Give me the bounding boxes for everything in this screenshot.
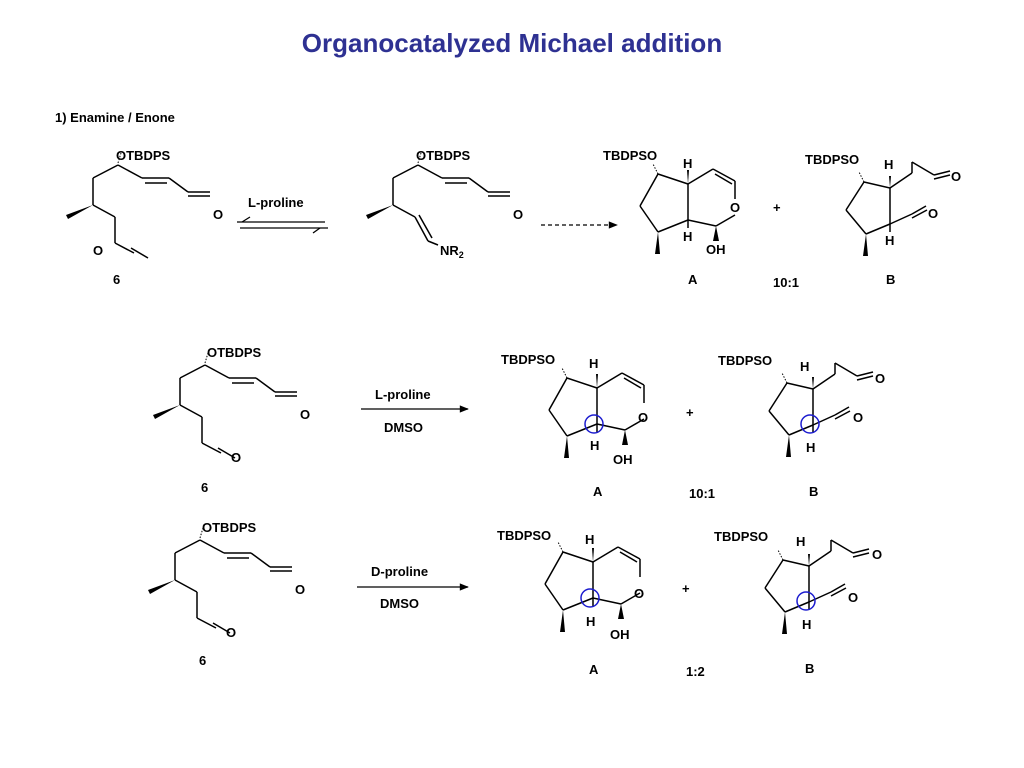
product-a-structure: TBDPSO H O H OH bbox=[501, 352, 648, 467]
aldehyde-o-label: O bbox=[853, 410, 863, 425]
aldehyde-o-label: O bbox=[872, 547, 882, 562]
nr2-label: NR2 bbox=[440, 243, 464, 260]
product-b-structure: TBDPSO H O O H bbox=[805, 152, 961, 257]
row-enamine: OTBDPS O O 6 L-proline OTBDPS O NR2 bbox=[65, 148, 961, 290]
aldehyde-o-label: O bbox=[226, 625, 236, 640]
h-label: H bbox=[884, 157, 893, 172]
product-b-label: B bbox=[805, 661, 814, 676]
plus-sign: + bbox=[682, 581, 690, 596]
ring-o-label: O bbox=[730, 200, 740, 215]
product-b-structure: TBDPSO H O O H bbox=[718, 353, 885, 458]
solvent-label: DMSO bbox=[384, 420, 423, 435]
stereocenter-highlight-circle bbox=[584, 414, 604, 434]
stereocenter-highlight-circle bbox=[800, 414, 820, 434]
h-label: H bbox=[683, 156, 692, 171]
aldehyde-o-label: O bbox=[295, 582, 305, 597]
stereocenter-highlight-circle bbox=[580, 588, 600, 608]
compound-6-structure: OTBDPS O O bbox=[147, 520, 305, 640]
aldehyde-o-label: O bbox=[300, 407, 310, 422]
catalyst-label: L-proline bbox=[248, 195, 304, 210]
compound-6-structure: OTBDPS O O bbox=[152, 345, 310, 465]
aldehyde-o-label: O bbox=[928, 206, 938, 221]
plus-sign: + bbox=[686, 405, 694, 420]
h-label: H bbox=[806, 440, 815, 455]
otbdps-label: OTBDPS bbox=[202, 520, 257, 535]
aldehyde-o-label: O bbox=[93, 243, 103, 258]
ratio-label: 10:1 bbox=[773, 275, 799, 290]
otbdps-label: OTBDPS bbox=[416, 148, 471, 163]
solvent-label: DMSO bbox=[380, 596, 419, 611]
otbdps-label: OTBDPS bbox=[207, 345, 262, 360]
aldehyde-o-label: O bbox=[875, 371, 885, 386]
equilibrium-arrow bbox=[237, 216, 328, 234]
ring-o-label: O bbox=[638, 410, 648, 425]
row-d-proline: OTBDPS O O 6 D-proline DMSO TBDPSO H O H… bbox=[147, 520, 882, 679]
slide-title: Organocatalyzed Michael addition bbox=[301, 28, 723, 58]
aldehyde-o-label: O bbox=[213, 207, 223, 222]
h-label: H bbox=[683, 229, 692, 244]
tbdpso-label: TBDPSO bbox=[714, 529, 768, 544]
aldehyde-o-label: O bbox=[848, 590, 858, 605]
tbdpso-label: TBDPSO bbox=[501, 352, 555, 367]
product-a-structure: TBDPSO H O H OH bbox=[497, 528, 644, 642]
enamine-structure: OTBDPS O NR2 bbox=[365, 148, 523, 260]
compound-6-label: 6 bbox=[113, 272, 120, 287]
aldehyde-o-label: O bbox=[951, 169, 961, 184]
compound-6-label: 6 bbox=[199, 653, 206, 668]
oh-label: OH bbox=[706, 242, 726, 257]
section-heading: 1) Enamine / Enone bbox=[55, 110, 175, 125]
product-a-label: A bbox=[593, 484, 603, 499]
oh-label: OH bbox=[610, 627, 630, 642]
ratio-label: 1:2 bbox=[686, 664, 705, 679]
product-b-label: B bbox=[886, 272, 895, 287]
h-label: H bbox=[885, 233, 894, 248]
aldehyde-o-label: O bbox=[513, 207, 523, 222]
tbdpso-label: TBDPSO bbox=[497, 528, 551, 543]
stereocenter-highlight-circle bbox=[796, 591, 816, 611]
plus-sign: + bbox=[773, 200, 781, 215]
aldehyde-o-label: O bbox=[231, 450, 241, 465]
h-label: H bbox=[585, 532, 594, 547]
tbdpso-label: TBDPSO bbox=[805, 152, 859, 167]
otbdps-label: OTBDPS bbox=[116, 148, 171, 163]
product-b-structure: TBDPSO H O O H bbox=[714, 529, 882, 635]
catalyst-label: L-proline bbox=[375, 387, 431, 402]
product-a-structure: TBDPSO H O H OH bbox=[603, 148, 740, 257]
h-label: H bbox=[586, 614, 595, 629]
h-label: H bbox=[590, 438, 599, 453]
catalyst-label: D-proline bbox=[371, 564, 428, 579]
tbdpso-label: TBDPSO bbox=[718, 353, 772, 368]
compound-6-structure: OTBDPS O O bbox=[65, 148, 223, 259]
oh-label: OH bbox=[613, 452, 633, 467]
product-a-label: A bbox=[688, 272, 698, 287]
h-label: H bbox=[802, 617, 811, 632]
h-label: H bbox=[800, 359, 809, 374]
ratio-label: 10:1 bbox=[689, 486, 715, 501]
row-l-proline: OTBDPS O O 6 L-proline DMSO TBDPSO H O H… bbox=[152, 345, 885, 501]
h-label: H bbox=[796, 534, 805, 549]
product-a-label: A bbox=[589, 662, 599, 677]
compound-6-label: 6 bbox=[201, 480, 208, 495]
h-label: H bbox=[589, 356, 598, 371]
product-b-label: B bbox=[809, 484, 818, 499]
tbdpso-label: TBDPSO bbox=[603, 148, 657, 163]
ring-o-label: O bbox=[634, 586, 644, 601]
